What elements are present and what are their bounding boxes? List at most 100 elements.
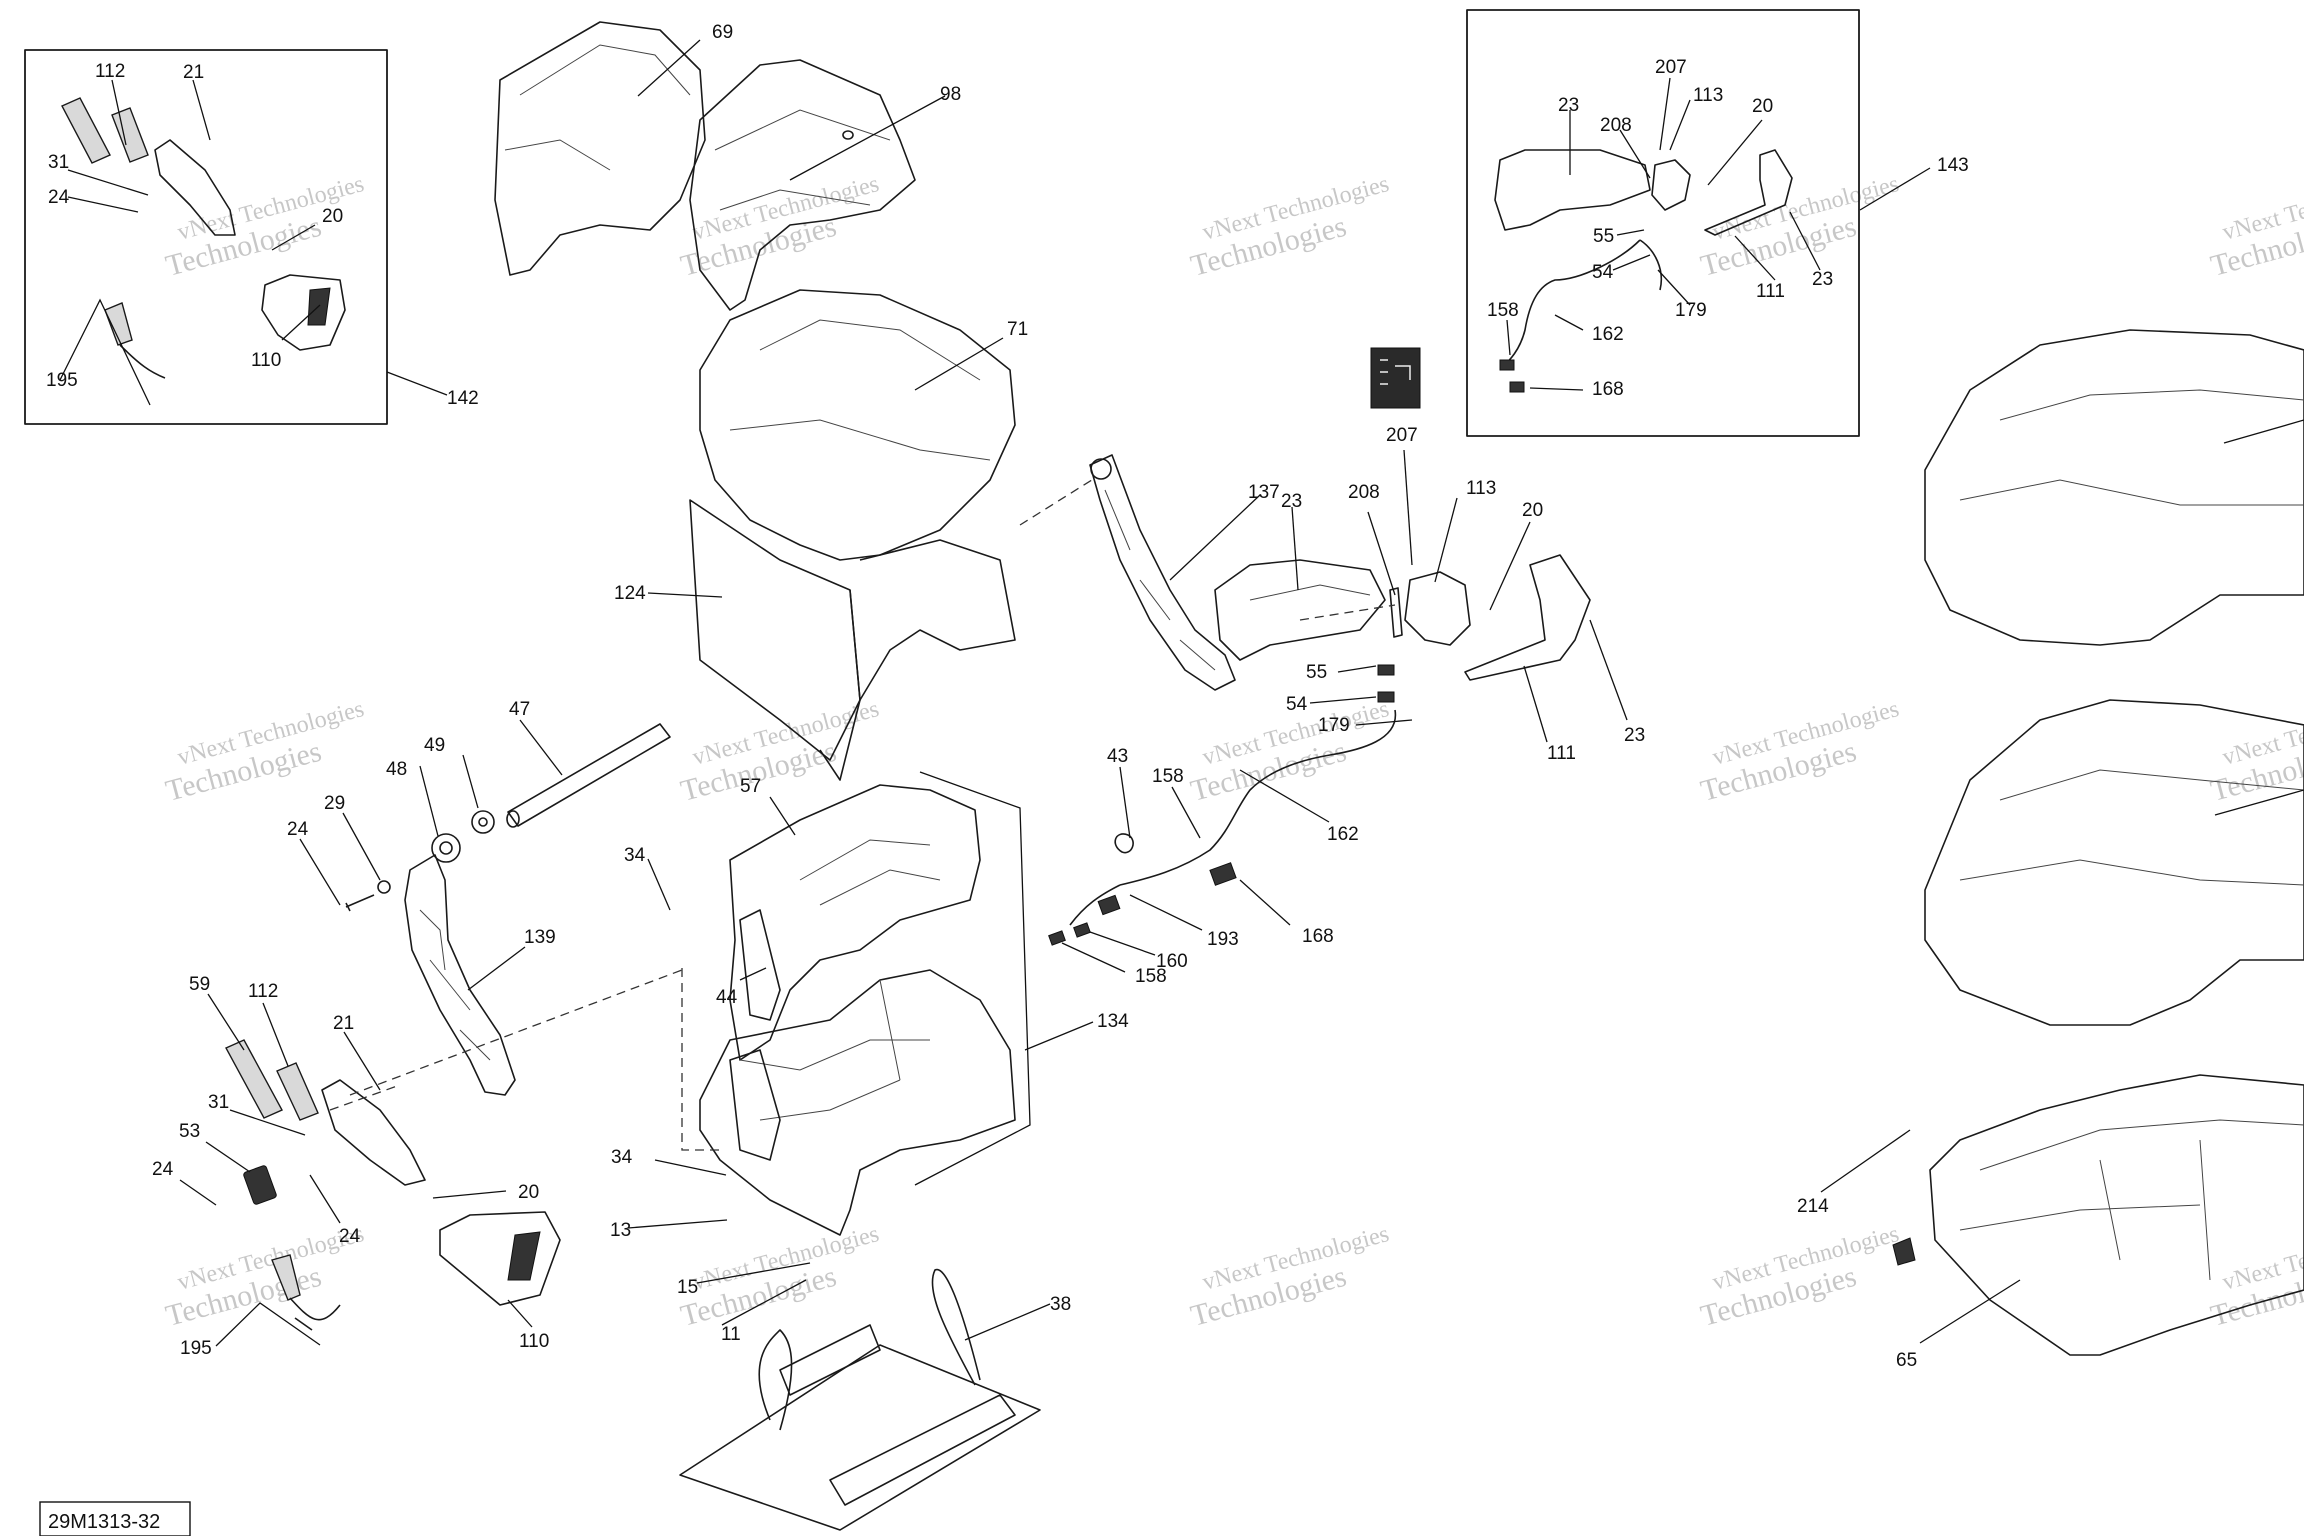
callout-134: 134 (1097, 1011, 1129, 1032)
watermark: vNext Technologies Technologies (162, 696, 367, 808)
watermark: vNext Technologies Technologies (1697, 696, 1902, 808)
backrest-assembly-71-124 (689, 289, 1016, 781)
watermark: vNext Technologies Technologies (1697, 171, 1902, 283)
alignment-line-2 (681, 968, 720, 1151)
callout-160: 160 (1156, 951, 1188, 972)
watermark: vNext Technologies Technologies (1187, 171, 1392, 283)
callout-179: 179 (1675, 300, 1707, 321)
callout-34: 34 (611, 1147, 633, 1168)
wiring-harness (1048, 664, 1397, 946)
watermark: vNext Technologies Technologies (2207, 696, 2304, 808)
callout-59: 59 (189, 974, 210, 995)
callout-113: 113 (1466, 478, 1496, 499)
callout-54: 54 (1286, 694, 1308, 715)
callout-69: 69 (712, 22, 733, 43)
callout-139: 139 (524, 927, 556, 948)
callout-23: 23 (1558, 95, 1579, 116)
callout-20: 20 (1522, 500, 1543, 521)
callout-11: 11 (721, 1324, 741, 1345)
callout-20: 20 (518, 1182, 539, 1203)
callout-124: 124 (614, 583, 646, 604)
callout-31: 31 (48, 152, 69, 173)
callout-53: 53 (179, 1121, 200, 1142)
callout-168: 168 (1302, 926, 1334, 947)
callout-15: 15 (677, 1277, 698, 1298)
callout-162: 162 (1592, 324, 1624, 345)
callout-111: 111 (1547, 743, 1576, 764)
inset-box-142 (24, 49, 388, 425)
watermarks: vNext Technologies Technologies vNext Te… (162, 171, 2304, 1333)
watermark: vNext Technologies Technologies (1697, 1221, 1902, 1333)
callout-158: 158 (1487, 300, 1519, 321)
callout-55: 55 (1593, 226, 1614, 247)
callout-20: 20 (322, 206, 343, 227)
callout-71: 71 (1007, 319, 1028, 340)
backrest-cover-98 (689, 59, 916, 311)
leader-lines (59, 39, 2304, 1347)
callout-142: 142 (447, 388, 479, 409)
backrest-cover-69 (494, 21, 706, 276)
callout-24: 24 (339, 1226, 361, 1247)
callout-112: 112 (248, 981, 278, 1002)
callout-208: 208 (1348, 482, 1380, 503)
washer-48 (431, 833, 461, 863)
grip-112b-inset (111, 107, 149, 163)
callout-193: 193 (1207, 929, 1239, 950)
cover-110-lower (439, 1211, 561, 1306)
grip-112-lower (276, 1062, 319, 1121)
callout-111: 111 (1756, 281, 1785, 302)
arm-pad-38 (679, 1268, 1041, 1531)
callout-207: 207 (1386, 425, 1418, 446)
diagram-code: 29M1313-32 (48, 1511, 160, 1533)
seat-base-57 (729, 784, 981, 1061)
callout-207: 207 (1655, 57, 1687, 78)
callout-57: 57 (740, 776, 761, 797)
callout-labels: 69 98 71 124 47 48 49 29 24 139 57 34 44… (46, 22, 1969, 1371)
callout-38: 38 (1050, 1294, 1071, 1315)
alignment-line-1 (1019, 477, 1096, 526)
callout-195: 195 (46, 370, 78, 391)
callout-162: 162 (1327, 824, 1359, 845)
washer-49-hole (478, 817, 488, 827)
armrest-inset-143 (1494, 149, 1793, 393)
callout-168: 168 (1592, 379, 1624, 400)
washer-29 (377, 880, 391, 894)
callout-214: 214 (1797, 1196, 1829, 1217)
callout-113: 113 (1693, 85, 1723, 106)
callout-143: 143 (1937, 155, 1969, 176)
switch-housing-113-208 (1389, 571, 1471, 646)
callout-158: 158 (1152, 766, 1184, 787)
arm-bracket-139 (404, 854, 516, 1096)
heater-195-inset (104, 302, 166, 379)
washer-48-hole (439, 841, 453, 855)
watermark: vNext Technologies Technologies (2207, 171, 2304, 283)
callout-31: 31 (208, 1092, 229, 1113)
callout-43: 43 (1107, 746, 1128, 767)
switch-53 (243, 1165, 277, 1205)
callout-34: 34 (624, 845, 646, 866)
callout-48: 48 (386, 759, 407, 780)
seat-cushion-right-lower (1924, 699, 2304, 1026)
washer-49 (471, 810, 495, 834)
callout-98: 98 (940, 84, 961, 105)
side-panel-111 (1464, 554, 1591, 681)
instruction-label (1370, 347, 1421, 409)
armrest-bracket-inset (154, 139, 236, 236)
heater-195-lower (271, 1254, 341, 1331)
cover-110-inset (261, 274, 346, 351)
callout-208: 208 (1600, 115, 1632, 136)
watermark: vNext Technologies Technologies (677, 171, 882, 283)
callout-179: 179 (1318, 715, 1350, 736)
bracket-134 (914, 771, 1031, 1186)
grip-59 (225, 1039, 283, 1119)
callout-110: 110 (251, 350, 281, 371)
diagram-code-box: 29M1313-32 (39, 1501, 191, 1536)
callout-137: 137 (1248, 482, 1280, 503)
callout-110: 110 (519, 1331, 549, 1352)
callout-195: 195 (180, 1338, 212, 1359)
callout-13: 13 (610, 1220, 631, 1241)
shaft-47 (506, 723, 671, 828)
alignment-line-4 (329, 1084, 401, 1111)
watermark: vNext Technologies Technologies (1187, 1221, 1392, 1333)
